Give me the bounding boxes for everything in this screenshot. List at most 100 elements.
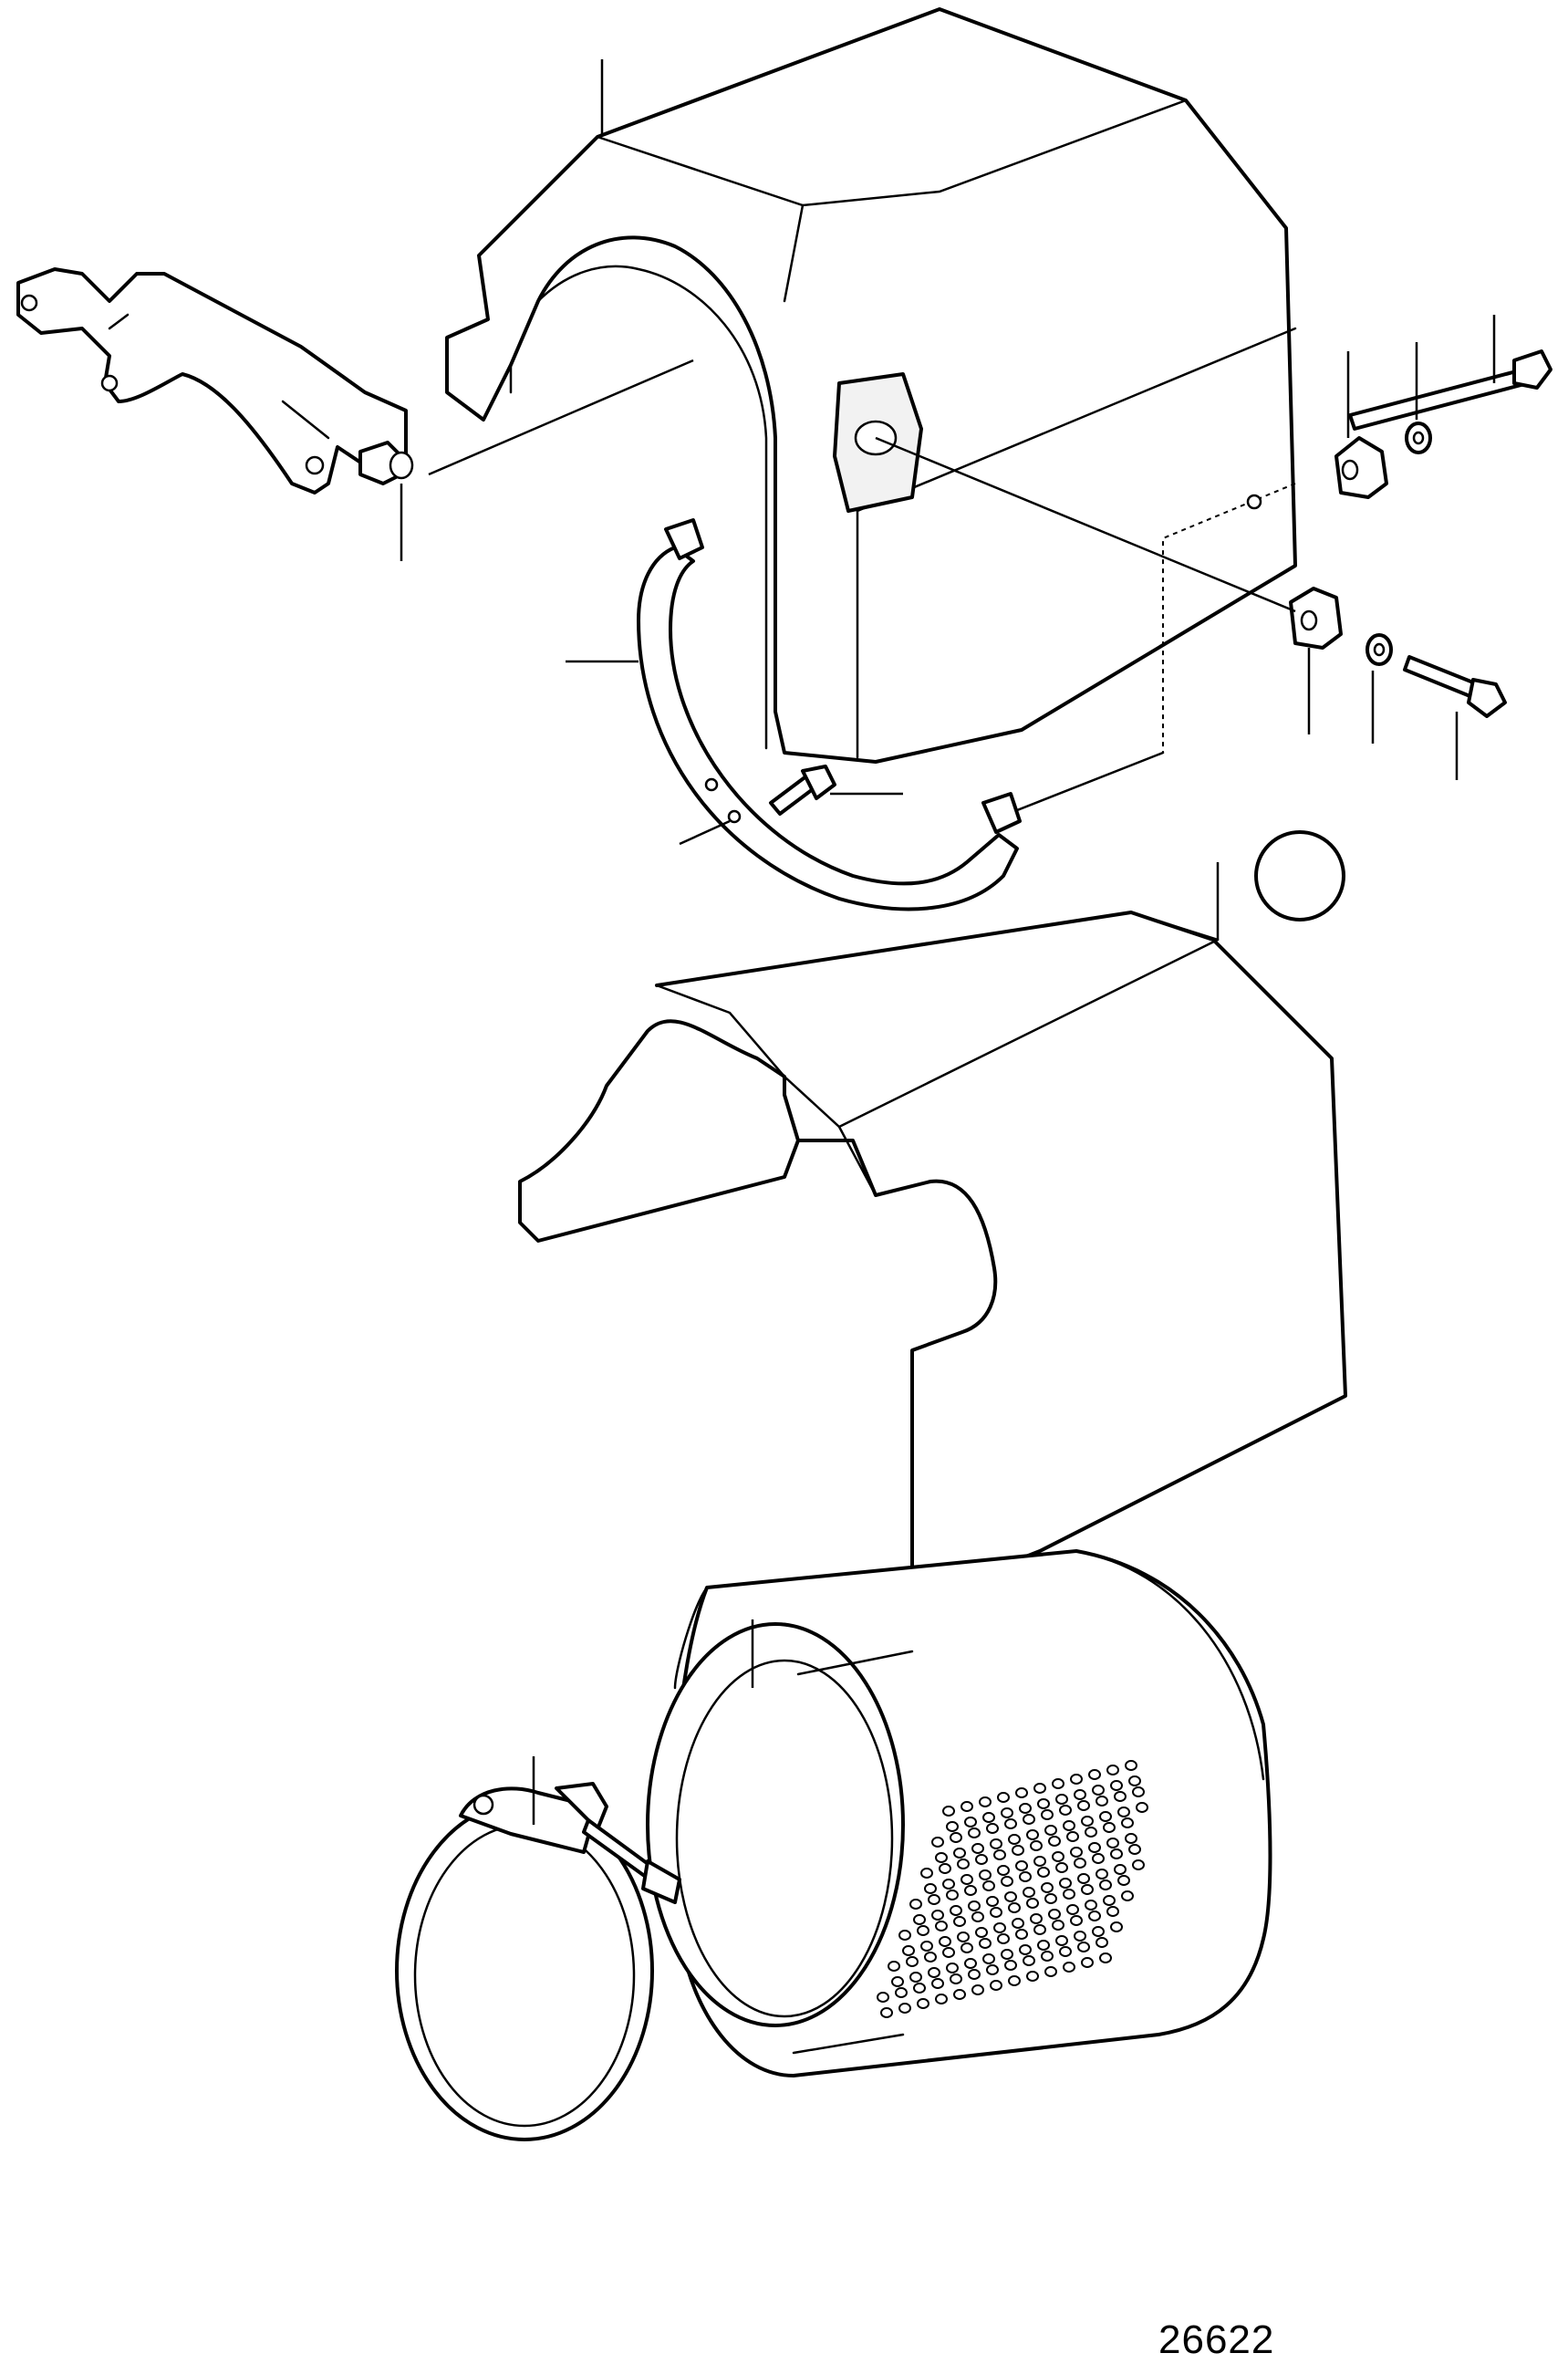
rubber-mount-upper <box>1334 436 1388 499</box>
upper-cover <box>445 7 1297 764</box>
perforation-hole <box>993 1922 1006 1933</box>
perforation-hole <box>1019 1944 1032 1955</box>
perforation-hole <box>997 1933 1010 1944</box>
rubber-mount-lower <box>1289 587 1343 650</box>
perforation-hole <box>986 1964 999 1975</box>
perforation-hole <box>1074 1931 1086 1942</box>
perforation-hole <box>997 1865 1010 1876</box>
perforation-hole <box>975 1854 988 1865</box>
perforation-hole <box>990 1838 1002 1849</box>
perforation-hole <box>888 1961 900 1972</box>
perforation-hole <box>1055 1935 1068 1946</box>
perforation-hole <box>1125 1833 1137 1844</box>
perforation-hole <box>982 1812 995 1823</box>
air-filter <box>646 1549 1272 2077</box>
perforation-hole <box>1052 1851 1064 1862</box>
perforation-hole <box>1066 1831 1079 1842</box>
perforation-hole <box>1077 1800 1090 1811</box>
perforation-hole <box>1055 1862 1068 1873</box>
perforation-hole <box>1037 1798 1050 1809</box>
perforation-hole <box>1106 1906 1119 1917</box>
perforation-hole <box>1033 1856 1046 1867</box>
perforation-hole <box>961 1874 973 1885</box>
perforation-hole <box>1106 1838 1119 1848</box>
perforation-hole <box>1096 1937 1108 1948</box>
perforation-hole <box>1099 1879 1112 1890</box>
perforation-hole <box>1070 1915 1083 1926</box>
washer-lower <box>1366 633 1393 666</box>
perforation-hole <box>1041 1951 1054 1962</box>
perforation-hole <box>1044 1893 1057 1904</box>
perforation-hole <box>1128 1844 1141 1855</box>
perforation-hole <box>1030 1840 1043 1851</box>
perforation-hole <box>990 1980 1002 1991</box>
perforation-hole <box>1092 1926 1105 1937</box>
bolt-upper <box>1348 349 1552 431</box>
perforation-hole <box>979 1796 992 1807</box>
perforation-hole <box>939 1936 951 1947</box>
perforation-hole <box>957 1931 970 1942</box>
perforation-hole <box>964 1817 977 1827</box>
perforation-hole <box>1081 1884 1094 1895</box>
perforation-hole <box>1088 1911 1101 1921</box>
perforation-hole <box>968 1827 981 1838</box>
perforation-hole <box>1081 1957 1094 1968</box>
perforation-hole <box>1030 1913 1043 1924</box>
perforation-hole <box>1033 1924 1046 1935</box>
perforation-hole <box>1048 1909 1061 1920</box>
mounting-strap <box>637 518 1022 911</box>
perforation-hole <box>971 1843 984 1854</box>
perforation-hole <box>946 1963 959 1973</box>
perforation-hole <box>935 1994 948 2004</box>
bolt-lower <box>1403 655 1507 718</box>
perforation-hole <box>1008 1902 1021 1913</box>
perforation-hole <box>1052 1920 1064 1931</box>
figure-number: 26622 <box>1158 2317 1275 2362</box>
perforation-hole <box>880 2007 893 2018</box>
perforation-hole <box>953 1916 966 1927</box>
perforation-hole <box>942 1879 955 1890</box>
perforation-hole <box>986 1823 999 1834</box>
perforation-hole <box>964 1885 977 1896</box>
hose-clamp <box>395 1782 681 2141</box>
perforation-hole <box>1121 1890 1134 1901</box>
perforation-hole <box>1099 1811 1112 1822</box>
perforation-hole <box>898 2003 911 2014</box>
perforation-hole <box>1041 1882 1054 1893</box>
perforation-hole <box>950 1832 962 1843</box>
perforation-hole <box>961 1942 973 1953</box>
perforation-hole <box>939 1863 951 1874</box>
perforation-hole <box>1110 1848 1123 1859</box>
perforation-hole <box>1019 1803 1032 1814</box>
perforation-hole <box>1132 1859 1145 1870</box>
perforation-hole <box>979 1869 992 1880</box>
perforation-hole <box>968 1900 981 1911</box>
perforation-hole <box>920 1941 933 1952</box>
perforation-hole <box>931 1837 944 1848</box>
perforation-hole <box>1019 1871 1032 1882</box>
left-bracket <box>16 267 408 495</box>
perforation-hole <box>1103 1895 1116 1906</box>
perforation-hole <box>1070 1847 1083 1858</box>
perforation-hole <box>946 1821 959 1832</box>
perforation-hole <box>950 1905 962 1916</box>
strap-screw <box>769 765 836 816</box>
perforation-hole <box>1059 1946 1072 1957</box>
perforation-hole <box>1099 1952 1112 1963</box>
perforation-hole <box>1037 1867 1050 1878</box>
perforation-hole <box>1023 1814 1035 1825</box>
perforation-hole <box>928 1894 940 1905</box>
perforation-hole <box>1077 1873 1090 1884</box>
perforation-hole <box>935 1852 948 1863</box>
perforation-hole <box>1004 1818 1017 1829</box>
perforation-hole <box>946 1890 959 1900</box>
perforation-hole <box>997 1792 1010 1803</box>
perforation-hole <box>1096 1869 1108 1879</box>
perforation-hole <box>1001 1876 1013 1887</box>
perforation-hole <box>971 1911 984 1922</box>
perforation-hole <box>1074 1789 1086 1800</box>
perforation-hole <box>1114 1864 1127 1875</box>
perforation-hole <box>1012 1918 1024 1929</box>
perforation-hole <box>1092 1853 1105 1864</box>
perforation-hole <box>1110 1921 1123 1932</box>
